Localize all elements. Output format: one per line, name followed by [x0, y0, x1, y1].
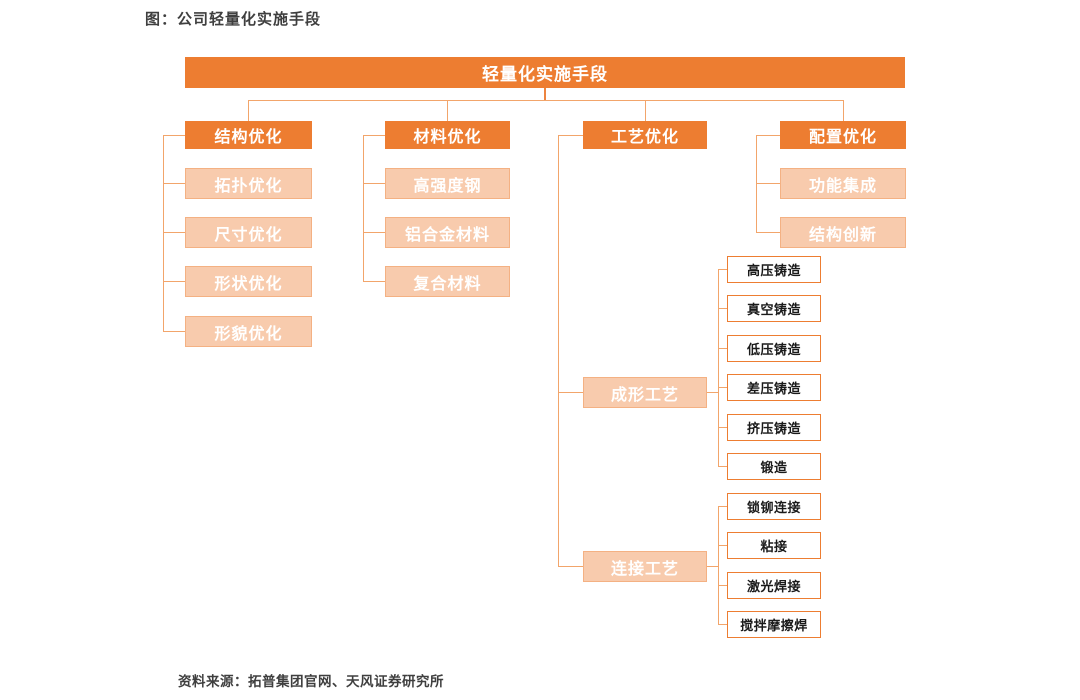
connector — [707, 392, 718, 393]
leaf-adhesive-bonding: 粘接 — [727, 532, 821, 559]
source-note: 资料来源：拓普集团官网、天风证券研究所 — [178, 674, 444, 689]
connector — [756, 183, 780, 184]
branch-material-optimization: 材料优化 — [385, 121, 510, 149]
node-function-integration: 功能集成 — [780, 168, 906, 199]
node-composite-material: 复合材料 — [385, 266, 510, 297]
leaf-forging: 锻造 — [727, 453, 821, 480]
connector — [363, 135, 385, 136]
connector — [718, 506, 719, 625]
connector — [718, 545, 727, 546]
connector — [363, 135, 364, 282]
connector — [707, 566, 718, 567]
connector — [363, 183, 385, 184]
leaf-friction-stir-welding: 搅拌摩擦焊 — [727, 611, 821, 638]
node-morphology-optimization: 形貌优化 — [185, 316, 312, 347]
connector — [163, 135, 185, 136]
connector — [718, 466, 727, 467]
connector-drop-structure — [248, 100, 249, 121]
connector — [718, 506, 727, 507]
connector — [558, 135, 583, 136]
connector-root-drop — [544, 88, 546, 101]
connector — [558, 392, 583, 393]
connector-drop-process — [645, 100, 646, 121]
connector — [163, 281, 185, 282]
node-forming-process: 成形工艺 — [583, 377, 707, 408]
connector — [363, 281, 385, 282]
connector-drop-material — [447, 100, 448, 121]
node-joining-process: 连接工艺 — [583, 551, 707, 582]
node-high-strength-steel: 高强度钢 — [385, 168, 510, 199]
connector — [718, 427, 727, 428]
connector — [363, 232, 385, 233]
root-node-lightweight-methods: 轻量化实施手段 — [185, 57, 905, 88]
connector — [558, 135, 559, 567]
connector — [718, 387, 727, 388]
connector — [718, 308, 727, 309]
figure-title: 图：公司轻量化实施手段 — [145, 11, 322, 28]
connector — [163, 135, 164, 332]
leaf-squeeze-casting: 挤压铸造 — [727, 414, 821, 441]
connector-drop-config — [843, 100, 844, 121]
leaf-differential-pressure-casting: 差压铸造 — [727, 374, 821, 401]
connector-distribution-horizontal — [248, 100, 844, 101]
connector — [718, 348, 727, 349]
node-shape-optimization: 形状优化 — [185, 266, 312, 297]
leaf-vacuum-casting: 真空铸造 — [727, 295, 821, 322]
connector — [163, 331, 185, 332]
connector — [718, 269, 727, 270]
branch-process-optimization: 工艺优化 — [583, 121, 707, 149]
connector — [163, 232, 185, 233]
connector — [756, 232, 780, 233]
connector — [718, 585, 727, 586]
node-aluminum-alloy: 铝合金材料 — [385, 217, 510, 248]
branch-structure-optimization: 结构优化 — [185, 121, 312, 149]
leaf-high-pressure-casting: 高压铸造 — [727, 256, 821, 283]
connector — [718, 269, 719, 467]
node-topology-optimization: 拓扑优化 — [185, 168, 312, 199]
connector — [756, 135, 780, 136]
leaf-self-piercing-riveting: 锁铆连接 — [727, 493, 821, 520]
branch-config-optimization: 配置优化 — [780, 121, 906, 149]
connector — [558, 566, 583, 567]
node-size-optimization: 尺寸优化 — [185, 217, 312, 248]
connector — [163, 183, 185, 184]
leaf-laser-welding: 激光焊接 — [727, 572, 821, 599]
node-structure-innovation: 结构创新 — [780, 217, 906, 248]
leaf-low-pressure-casting: 低压铸造 — [727, 335, 821, 362]
connector — [756, 135, 757, 233]
connector — [718, 624, 727, 625]
